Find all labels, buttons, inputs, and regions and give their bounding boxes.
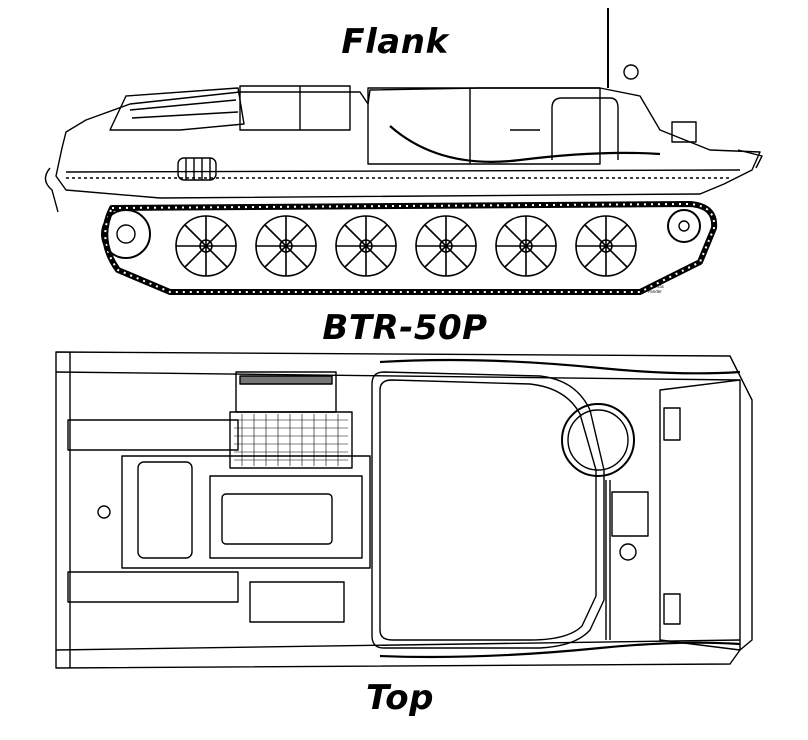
grille-mesh	[234, 414, 348, 466]
driver-hatch	[611, 491, 649, 537]
side-vent	[177, 157, 217, 181]
drive-sprocket	[667, 209, 701, 243]
engine-deck-box	[239, 85, 351, 131]
engine-hatch-large	[209, 475, 363, 559]
driver-vision-block	[663, 407, 681, 441]
engine-grille	[229, 411, 353, 469]
hatch-frame	[551, 97, 619, 160]
vehicle-model-title: BTR-50P	[322, 308, 488, 348]
front-glacis	[659, 379, 741, 651]
commander-cupola	[561, 403, 635, 477]
rear-tow-hook	[44, 167, 59, 213]
side-view-title: Flank	[341, 22, 449, 62]
rear-exhaust-box	[67, 419, 239, 451]
tow-cable-top	[379, 358, 741, 375]
hull-side	[55, 87, 761, 199]
engine-access-frame	[121, 455, 371, 569]
road-wheel	[415, 215, 477, 277]
headlight-guard	[671, 121, 697, 143]
road-wheel	[255, 215, 317, 277]
troop-compartment	[367, 87, 601, 165]
road-wheel	[495, 215, 557, 277]
top-view-drawing	[55, 351, 753, 669]
stowage-box	[249, 581, 345, 623]
driver-vision-block	[663, 593, 681, 625]
idler-wheel	[101, 209, 151, 259]
engine-hatch	[137, 461, 193, 559]
road-wheel	[335, 215, 397, 277]
hull-top	[55, 351, 753, 669]
top-view-title: Top	[365, 678, 434, 718]
rear-exhaust-box	[67, 571, 239, 603]
road-wheel	[175, 215, 237, 277]
rear-stowage	[109, 87, 245, 131]
road-wheel	[575, 215, 637, 277]
tow-cable	[389, 125, 661, 163]
road-wheels	[175, 215, 637, 277]
searchlight	[623, 64, 639, 80]
troop-compartment-top	[371, 371, 605, 649]
